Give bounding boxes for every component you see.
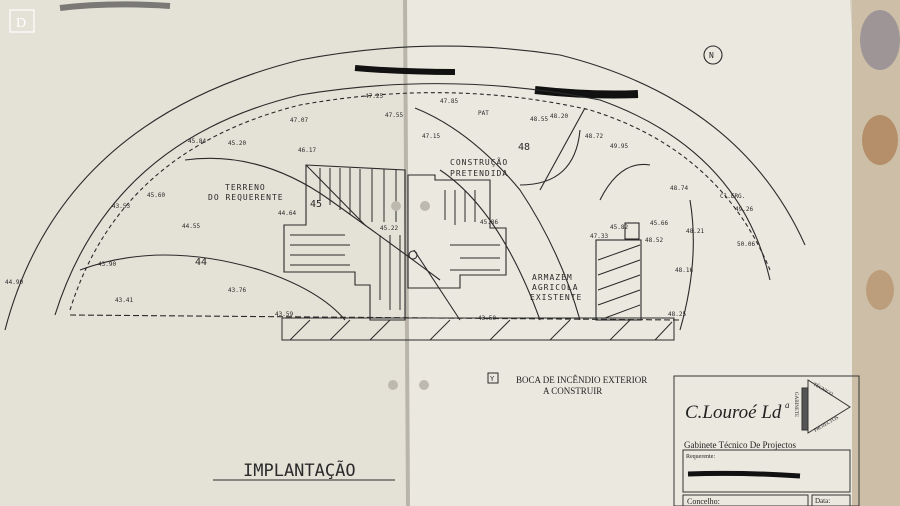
title-block-subtitle: Gabinete Técnico De Projectos (684, 440, 797, 450)
data-label: Data: (815, 497, 830, 505)
spot-height: 48.25 (668, 311, 686, 318)
road-edge-inner (54, 83, 771, 316)
spot-height: 43.76 (228, 287, 246, 294)
spot-height: 43.41 (115, 297, 133, 304)
existing-warehouse (595, 239, 642, 321)
spot-height: 45.60 (147, 192, 165, 199)
label-terreno-1: TERRENO (225, 183, 266, 192)
road-edge-outer (4, 45, 806, 331)
spot-height: 48.55 (530, 116, 548, 123)
spot-height: 47.07 (290, 117, 308, 124)
label-terreno-2: DO REQUERENTE (208, 193, 284, 202)
label-pat: PAT (478, 110, 489, 117)
spot-height: 48.16 (675, 267, 693, 274)
property-boundary (69, 92, 771, 311)
spot-height: 49.95 (610, 143, 628, 150)
spot-height: 43.59 (275, 311, 293, 318)
logo-text: GABINETE (793, 392, 798, 417)
spot-height: 47.15 (422, 133, 440, 140)
contour-label: 48 (518, 142, 530, 153)
spot-height: 44.64 (278, 210, 296, 217)
local-label: Concelho: (687, 497, 720, 506)
badge-letter: D (16, 16, 26, 31)
spot-height: 48.20 (550, 113, 568, 120)
legend-text-1: BOCA DE INCÊNDIO EXTERIOR (516, 375, 647, 385)
contour-label: 45 (310, 199, 322, 210)
spot-height: 45.86 (480, 219, 498, 226)
spot-height: 45.84 (188, 138, 206, 145)
drawing-title: IMPLANTAÇÃO (243, 459, 356, 481)
access-path (599, 163, 651, 201)
label-construcao-1: CONSTRUÇÃO (450, 157, 508, 167)
spot-height: 43.50 (478, 315, 496, 322)
requerente-label: Requerente: (686, 454, 715, 460)
legend-symbol: Y (490, 375, 495, 383)
right-page (405, 0, 880, 506)
label-ce: Cl.ERG. (720, 193, 745, 200)
legend-text-2: A CONSTRUIR (543, 386, 602, 396)
spot-height: 48.74 (670, 185, 688, 192)
spot-height: 44.90 (5, 279, 23, 286)
spot-height: 50.06 (737, 241, 755, 248)
proposed-building-right (407, 174, 507, 289)
hydrant-symbol-icon (487, 372, 499, 384)
spot-height: 47.85 (440, 98, 458, 105)
proposed-building-left (283, 164, 406, 321)
spot-height: 48.52 (645, 237, 663, 244)
tablecloth (852, 0, 900, 506)
spot-height: 43.90 (98, 261, 116, 268)
spot-height: 47.25 (365, 93, 383, 100)
spot-height: 45.66 (650, 220, 668, 227)
spot-height: 47.55 (385, 112, 403, 119)
label-armazem-1: ARMAZÉM (532, 271, 573, 282)
label-armazem-2: AGRICOLA (532, 283, 579, 292)
redaction-mark (534, 86, 639, 99)
access-path (519, 129, 581, 186)
north-label: N (709, 51, 714, 60)
redaction-mark (687, 470, 801, 479)
north-arrow-icon (703, 45, 723, 65)
spot-height: 43.53 (112, 203, 130, 210)
label-armazem-3: EXISTENTE (530, 293, 582, 302)
spot-height: 44.55 (182, 223, 200, 230)
contour-label: 44 (195, 257, 207, 268)
spot-height: 45.20 (228, 140, 246, 147)
spot-height: 45.82 (610, 224, 628, 231)
spot-height: 46.17 (298, 147, 316, 154)
label-construcao-2: PRETENDIDA (450, 169, 508, 178)
left-page (0, 0, 408, 506)
contour-line (679, 199, 694, 331)
contour-line (79, 254, 346, 321)
spot-height: 48.72 (585, 133, 603, 140)
spot-height: 49.26 (735, 206, 753, 213)
contour-line (414, 107, 581, 321)
title-block (673, 375, 860, 506)
spot-height: 48.21 (686, 228, 704, 235)
redaction-mark (354, 65, 456, 75)
badge-frame (9, 9, 35, 33)
spot-height: 45.22 (380, 225, 398, 232)
company-name: C.Louroé Ld (685, 402, 782, 423)
company-sup: a (785, 400, 790, 410)
spot-height: 47.33 (590, 233, 608, 240)
